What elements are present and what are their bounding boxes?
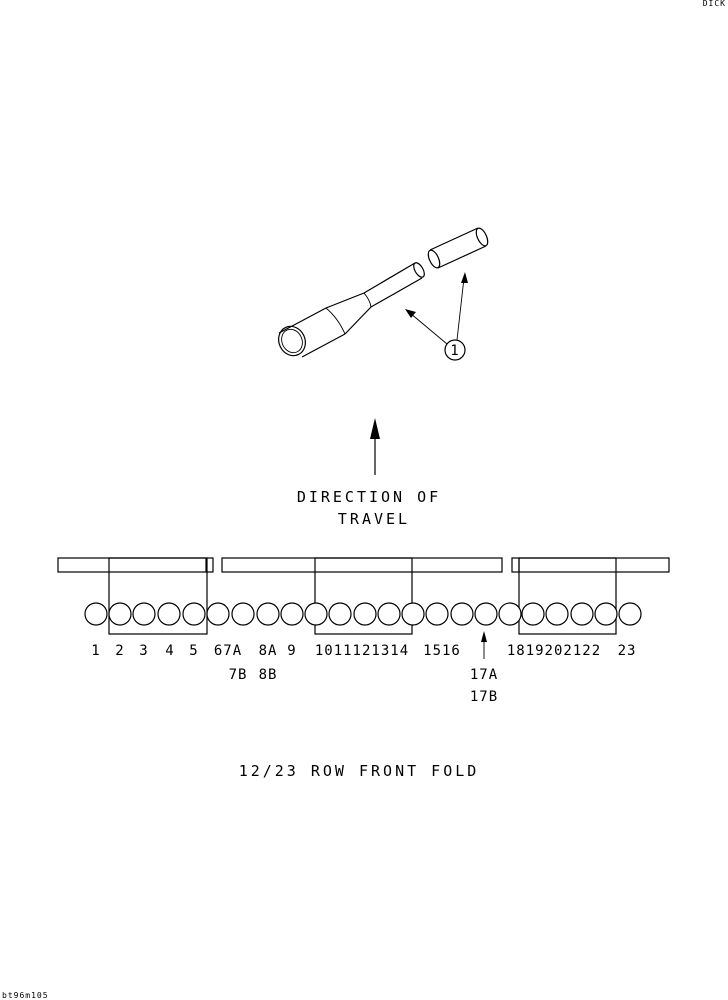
row-unit-circle: [401, 602, 425, 626]
row-number-label: 1819202122: [507, 643, 601, 659]
row-unit-circle: [206, 602, 230, 626]
frame-box-right: [518, 557, 617, 635]
row-unit-circle: [157, 602, 181, 626]
diagram-title: 12/23 ROW FRONT FOLD: [239, 762, 480, 780]
row-unit-circle: [545, 602, 569, 626]
row-number-label: 5: [189, 643, 198, 659]
row-unit-circle: [84, 602, 108, 626]
callout-number: 1: [450, 343, 459, 359]
row-unit-circle: [231, 602, 255, 626]
row-unit-circle: [182, 602, 206, 626]
frame-box-left: [108, 557, 208, 635]
callout-circle: [444, 339, 466, 361]
row-unit-circle: [132, 602, 156, 626]
row-number-label: 7B: [229, 667, 248, 683]
row-unit-circle: [594, 602, 618, 626]
row-number-label: 3: [139, 643, 148, 659]
row-number-label: 8A: [259, 643, 278, 659]
row-number-label: 17B: [470, 689, 498, 705]
row-unit-circle: [353, 602, 377, 626]
row-unit-circle: [618, 602, 642, 626]
row-unit-circle: [474, 602, 498, 626]
row-unit-circle: [570, 602, 594, 626]
row-number-label: 4: [165, 643, 174, 659]
row-number-label: 8B: [259, 667, 278, 683]
travel-label: TRAVEL: [338, 510, 410, 528]
row-unit-circle: [304, 602, 328, 626]
row-number-label: 2: [115, 643, 124, 659]
row-unit-circle: [328, 602, 352, 626]
row-number-label: 67A: [214, 643, 242, 659]
row-unit-circle: [521, 602, 545, 626]
callout: 1: [405, 272, 468, 361]
row-number-label: 17A: [470, 667, 498, 683]
row-unit-circle: [425, 602, 449, 626]
tube-end: [413, 262, 425, 278]
row-units: [84, 602, 642, 626]
row-number-label: 1: [91, 643, 100, 659]
row-number-label: 9: [287, 643, 296, 659]
drawing-id: bt96m105: [2, 991, 49, 1000]
frame-box-center: [314, 557, 413, 635]
tube-mouth-inner: [281, 328, 303, 354]
row-unit-circle: [450, 602, 474, 626]
row-unit-circle: [498, 602, 522, 626]
row-unit-circle: [280, 602, 304, 626]
row-17-pointer: [481, 631, 487, 659]
toolbar-frame: [57, 557, 670, 635]
row-unit-circle: [377, 602, 401, 626]
direction-arrow: [370, 418, 380, 475]
corner-code: DICK: [703, 0, 726, 8]
sleeve-piece: [427, 227, 489, 269]
tube-mouth-outer: [278, 325, 306, 357]
tube-illustration: [278, 262, 425, 358]
row-unit-circle: [108, 602, 132, 626]
row-number-label: 1516: [423, 643, 461, 659]
row-number-label: 1011121314: [315, 643, 409, 659]
row-unit-circle: [256, 602, 280, 626]
row-number-label: 23: [618, 643, 637, 659]
direction-label: DIRECTION OF: [297, 488, 441, 506]
